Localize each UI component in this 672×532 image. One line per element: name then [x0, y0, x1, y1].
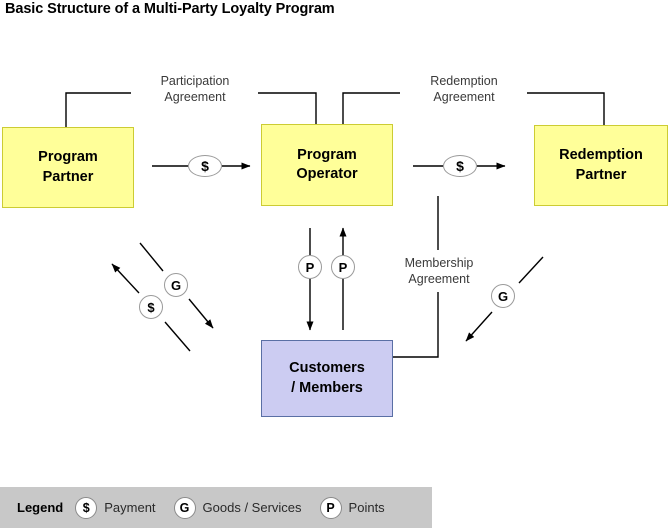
points-icon: P — [319, 496, 342, 519]
label-participation-line2: Agreement — [164, 89, 226, 104]
goods-icon: G — [173, 496, 196, 519]
participation-agreement-connector — [65, 92, 317, 127]
label-membership-line1: Membership — [404, 256, 474, 270]
goods-badge-right: G — [491, 284, 515, 308]
legend-label-goods: Goods / Services — [202, 500, 302, 515]
legend-label-payment: Payment — [104, 500, 156, 515]
payment-badge-partner-operator: $ — [188, 155, 222, 177]
label-membership-line2: Agreement — [408, 271, 470, 286]
node-program-operator[interactable]: Program Operator — [261, 124, 393, 206]
node-program-partner-line2: Partner — [42, 168, 94, 185]
legend-title: Legend — [17, 500, 64, 515]
node-program-partner-line1: Program — [38, 149, 98, 166]
payment-badge-left: $ — [139, 295, 163, 319]
payment-icon: $ — [75, 496, 98, 519]
legend-item-points: P Points — [319, 496, 385, 519]
payment-badge-operator-redemption: $ — [443, 155, 477, 177]
label-participation-agreement: Participation Agreement — [134, 74, 256, 105]
node-customers-members[interactable]: Customers / Members — [261, 340, 393, 417]
membership-agreement-connector — [393, 196, 439, 358]
payment-arrow-left-diagonal — [111, 263, 191, 352]
node-customers-line2: / Members — [291, 379, 363, 396]
legend-item-goods: G Goods / Services — [173, 496, 302, 519]
node-redemption-partner-line1: Redemption — [559, 147, 643, 164]
node-customers-line1: Customers — [289, 360, 365, 377]
legend-item-payment: $ Payment — [75, 496, 156, 519]
legend: Legend $ Payment G Goods / Services P Po… — [0, 487, 432, 528]
node-program-operator-line2: Operator — [296, 166, 358, 182]
redemption-agreement-connector — [342, 92, 605, 125]
label-redemption-line1: Redemption — [430, 74, 498, 88]
page-title: Basic Structure of a Multi-Party Loyalty… — [5, 1, 335, 17]
label-participation-line1: Participation — [160, 74, 230, 88]
legend-label-points: Points — [348, 500, 385, 515]
label-redemption-agreement: Redemption Agreement — [403, 74, 525, 105]
goods-arrow-right-diagonal — [465, 256, 544, 342]
points-badge-down: P — [298, 255, 322, 279]
goods-badge-left: G — [164, 273, 188, 297]
points-badge-up: P — [331, 255, 355, 279]
node-redemption-partner[interactable]: Redemption Partner — [534, 125, 668, 206]
label-membership-agreement: Membership Agreement — [378, 256, 500, 287]
node-redemption-partner-line2: Partner — [575, 166, 627, 183]
node-program-partner[interactable]: Program Partner — [2, 127, 134, 208]
label-redemption-line2: Agreement — [433, 89, 495, 104]
goods-arrow-left-diagonal — [139, 242, 214, 329]
node-program-operator-line1: Program — [297, 146, 357, 163]
